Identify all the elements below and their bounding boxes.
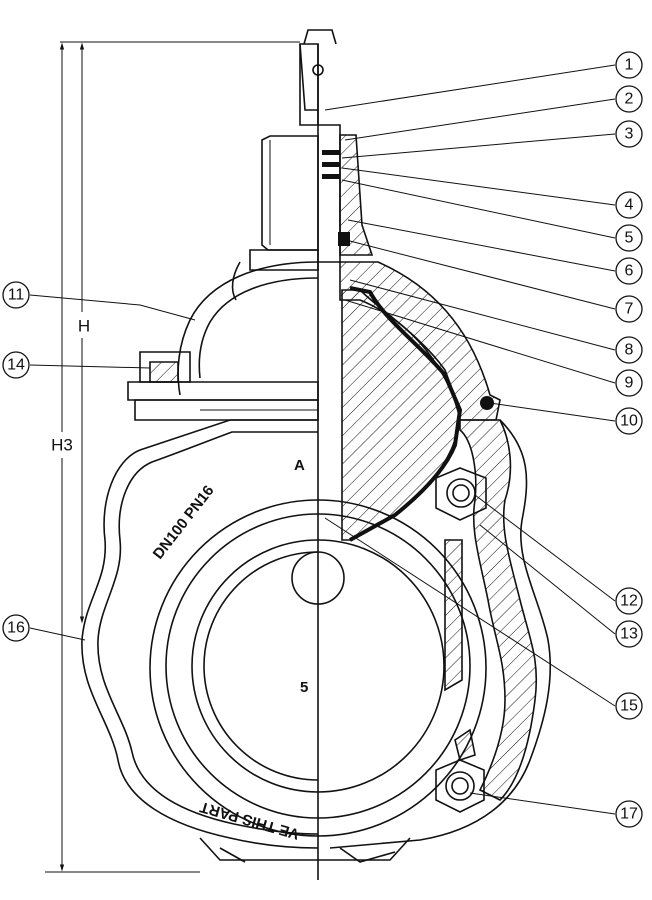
callout-1: 1	[615, 51, 643, 79]
svg-text:7: 7	[625, 301, 634, 318]
svg-text:16: 16	[7, 620, 25, 637]
remove-part-marking-text: VE THIS PART	[198, 798, 301, 843]
svg-text:6: 6	[625, 263, 634, 280]
dimension-h-label: H	[78, 317, 90, 336]
svg-text:15: 15	[620, 698, 638, 715]
size-marking-text: DN100 PN16	[150, 482, 218, 562]
svg-text:11: 11	[8, 287, 25, 304]
svg-text:14: 14	[7, 357, 25, 374]
callout-2: 2	[615, 85, 643, 113]
valve-section-half	[317, 44, 552, 880]
callout-13: 13	[615, 620, 643, 648]
svg-text:9: 9	[625, 375, 634, 392]
dimension-lines: H H3	[45, 41, 300, 873]
upper-nut	[435, 467, 487, 521]
callout-7: 7	[615, 295, 643, 323]
svg-text:8: 8	[625, 342, 634, 359]
packing-rings	[322, 150, 350, 246]
svg-text:17: 17	[620, 806, 638, 823]
callout-4: 4	[615, 191, 643, 219]
callout-15: 15	[615, 692, 643, 720]
valve-exterior-half	[81, 29, 345, 863]
svg-text:12: 12	[620, 593, 638, 610]
lower-nut	[435, 728, 485, 813]
callout-6: 6	[615, 257, 643, 285]
body-markings: DN100 PN16 VE THIS PART A 5	[150, 457, 309, 842]
callout-17: 17	[615, 800, 643, 828]
dimension-h3-label: H3	[51, 436, 73, 455]
callout-12: 12	[615, 587, 643, 615]
svg-text:4: 4	[625, 197, 634, 214]
callout-14: 14	[2, 351, 30, 379]
logo-letter: A	[294, 457, 305, 474]
callout-11: 11	[2, 281, 30, 309]
svg-text:13: 13	[620, 626, 638, 643]
svg-text:10: 10	[620, 413, 638, 430]
callout-8: 8	[615, 336, 643, 364]
callout-9: 9	[615, 369, 643, 397]
svg-text:1: 1	[625, 57, 634, 74]
leader-lines	[29, 64, 616, 815]
svg-text:3: 3	[625, 126, 634, 143]
callout-5: 5	[615, 224, 643, 252]
callout-16: 16	[2, 614, 30, 642]
callout-10: 10	[615, 407, 643, 435]
svg-text:2: 2	[625, 91, 634, 108]
svg-text:5: 5	[625, 230, 634, 247]
small-mark: 5	[300, 679, 308, 696]
callout-3: 3	[615, 120, 643, 148]
